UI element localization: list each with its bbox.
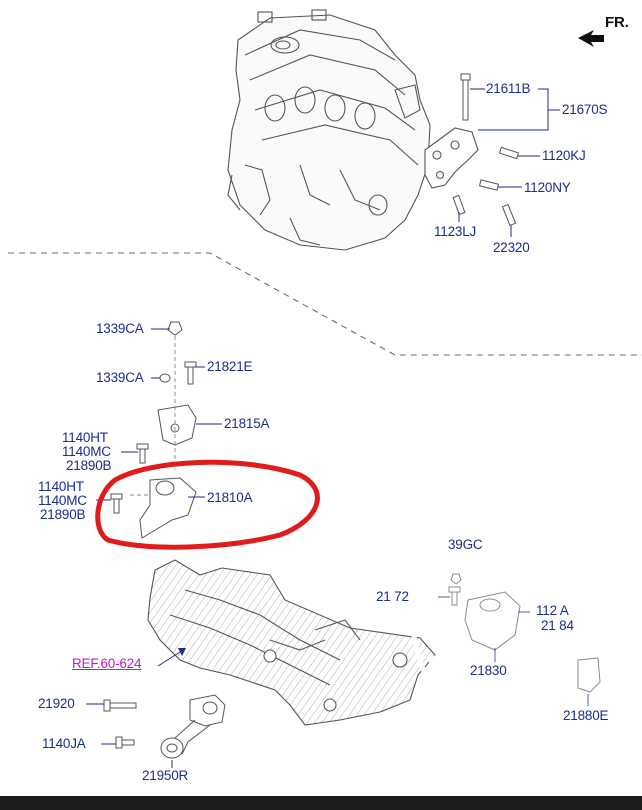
part-label-112-A: 112 A — [536, 603, 569, 618]
reference-arrow — [157, 648, 186, 667]
part-label-21890B-upper: 21890B — [66, 458, 112, 473]
part-label-21920: 21920 — [38, 696, 75, 711]
part-label-1120KJ: 1120KJ — [542, 148, 586, 163]
front-direction-label: FR. — [605, 14, 629, 31]
part-label-21815A: 21815A — [224, 416, 270, 431]
part-label-21950R: 21950R — [142, 768, 189, 783]
part-label-21830: 21830 — [470, 663, 507, 678]
left-upper-mount-stack — [110, 321, 197, 539]
dashed-assembly-lines — [130, 336, 176, 496]
front-subframe — [147, 559, 436, 726]
highlight-circle — [95, 459, 320, 550]
white-scribble — [407, 472, 590, 725]
part-label-21890B-lower: 21890B — [40, 507, 86, 522]
section-divider — [8, 252, 642, 356]
leader-lines-right — [438, 596, 589, 706]
part-label-1140MC-lower: 1140MC — [38, 493, 87, 508]
part-label-1123LJ: 1123LJ — [434, 224, 477, 239]
part-label-21880E: 21880E — [563, 708, 609, 723]
leader-lines-top — [458, 88, 560, 237]
part-label-39GC: 39GC — [448, 537, 483, 552]
leader-lines-left — [96, 328, 222, 501]
engine-block — [227, 9, 431, 251]
bottom-bar — [0, 796, 642, 810]
part-label-1120NY: 1120NY — [524, 180, 571, 195]
torque-rod-assembly — [103, 694, 226, 759]
part-label-1140MC-upper: 1140MC — [62, 444, 111, 459]
part-label-21670S: 21670S — [562, 102, 608, 117]
front-direction-arrow-icon — [578, 30, 604, 47]
right-engine-mount — [448, 573, 601, 693]
leader-lines-bottom — [86, 703, 173, 768]
engine-mount-bracket — [424, 127, 479, 189]
part-label-21810A: 21810A — [207, 490, 253, 505]
part-label-1140JA: 1140JA — [42, 736, 86, 751]
part-label-1339CA: 1339CA — [96, 370, 144, 385]
part-label-1140HT-lower: 1140HT — [38, 479, 84, 494]
part-label-1339CA-top: 1339CA — [96, 321, 144, 336]
part-label-21-72: 21 72 — [376, 589, 409, 604]
part-label-21611B: 21611B — [486, 81, 531, 96]
part-label-22320: 22320 — [493, 240, 530, 255]
part-label-21-84: 21 84 — [541, 618, 574, 633]
part-label-1140HT-upper: 1140HT — [62, 430, 108, 445]
reference-link-60-624[interactable]: REF.60-624 — [72, 656, 142, 671]
part-label-21821E: 21821E — [207, 359, 253, 374]
engine-bolts — [452, 73, 520, 227]
